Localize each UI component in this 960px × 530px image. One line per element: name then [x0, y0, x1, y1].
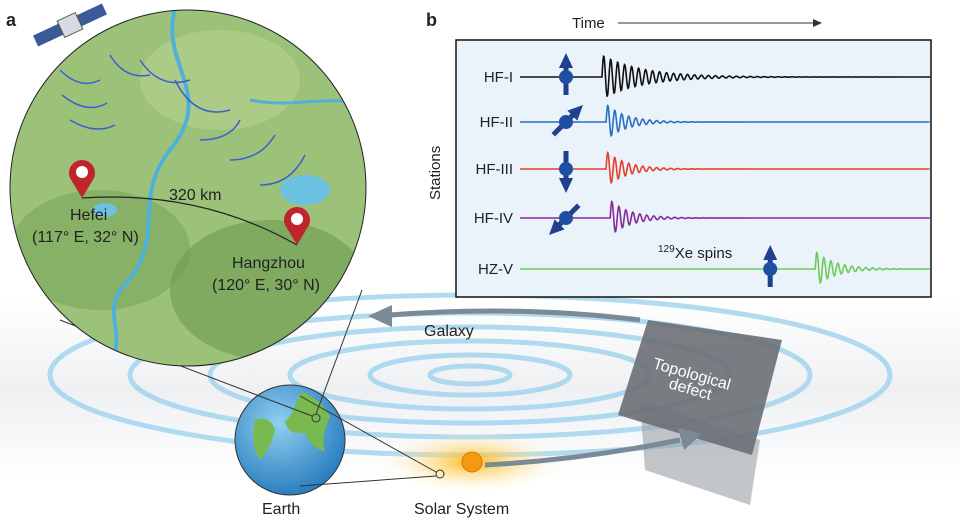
station-row: HF-IV: [474, 200, 930, 235]
spin-arrow-icon: [549, 203, 581, 235]
spin-arrow-icon: [559, 53, 573, 95]
stations-axis-label: Stations: [427, 146, 444, 200]
hangzhou-name: Hangzhou: [232, 255, 305, 272]
station-label: HF-I: [484, 69, 513, 86]
arrow-head: [678, 428, 702, 450]
time-label: Time: [572, 15, 605, 32]
station-row: HZ-V: [478, 245, 930, 287]
hefei-pin-icon: [69, 160, 95, 198]
time-arrow: [618, 19, 822, 27]
solar-motion-arrow: [484, 437, 681, 468]
solar-system-label: Solar System: [414, 501, 509, 518]
sun-icon: [461, 451, 483, 473]
hefei-name: Hefei: [70, 207, 107, 224]
spin-arrow-icon: [763, 245, 778, 287]
waveform: [520, 251, 930, 285]
hefei-coords: (117° E, 32° N): [32, 229, 139, 246]
route-line: [81, 196, 298, 246]
waveform: [520, 151, 930, 185]
spin-arrow-icon: [559, 151, 573, 193]
station-label: HF-II: [480, 114, 513, 131]
station-row: HF-II: [480, 104, 930, 138]
waveform: [520, 55, 931, 98]
station-label: HF-IV: [474, 210, 513, 227]
xe-spins-label: 129Xe spins: [658, 244, 732, 262]
signal-waves: [59, 54, 306, 186]
galaxy-arrow: [368, 305, 641, 327]
station-row: HF-III: [476, 151, 930, 193]
panel-b-label: b: [426, 10, 437, 30]
earth-continents: [253, 392, 330, 460]
galaxy-label: Galaxy: [424, 323, 474, 340]
station-label: HZ-V: [478, 261, 513, 278]
hangzhou-pin-icon: [284, 207, 310, 245]
hangzhou-coords: (120° E, 30° N): [212, 277, 320, 294]
xe-superscript: 129: [658, 244, 675, 255]
spin-arrow-icon: [551, 105, 583, 137]
earth-icon: [234, 384, 346, 496]
topological-defect: Topological defect: [618, 320, 782, 505]
waveform: [520, 104, 930, 138]
satellite-icon: [33, 3, 107, 47]
waveform: [520, 200, 930, 234]
xe-text: Xe spins: [675, 245, 733, 262]
distance-label: 320 km: [169, 187, 221, 204]
earth-label: Earth: [262, 501, 300, 518]
panel-a-label: a: [6, 10, 17, 30]
station-row: HF-I: [484, 53, 931, 98]
station-label: HF-III: [476, 161, 514, 178]
